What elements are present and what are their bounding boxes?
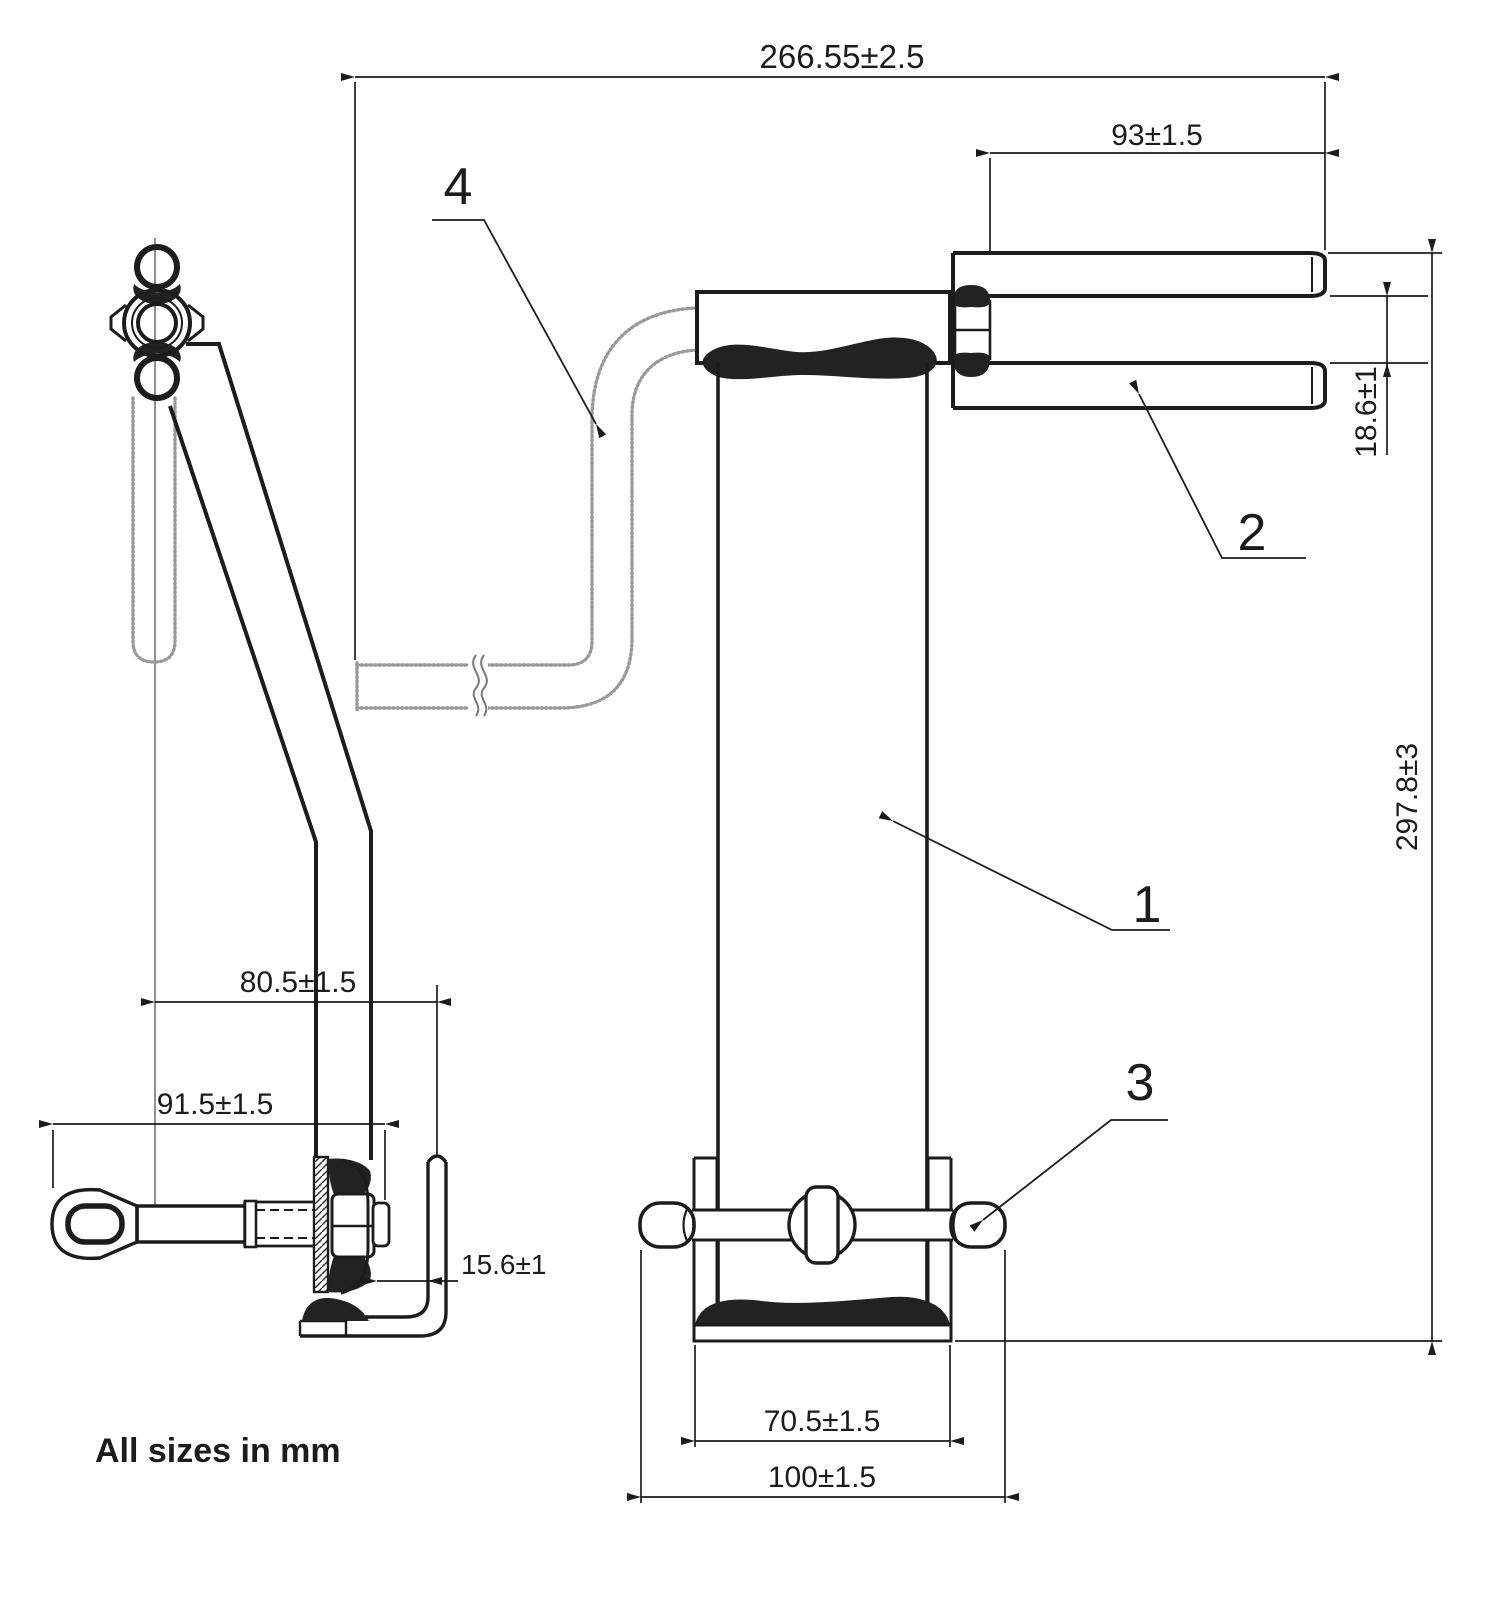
- part-label-4: 4: [432, 158, 607, 439]
- dim-rod-length: 100±1.5: [627, 1250, 1019, 1503]
- tube-break-squiggle: [472, 654, 488, 717]
- dim-overall-height: 297.8±3: [955, 239, 1442, 1355]
- nut-chamfer-right: [187, 303, 205, 343]
- leader-line: [969, 1119, 1168, 1232]
- dim-text: 91.5±1.5: [157, 1088, 274, 1121]
- dim-fork-length: 93±1.5: [976, 119, 1339, 251]
- dim-text: 266.55±2.5: [760, 38, 925, 75]
- rod-right-eye-inner: [952, 1206, 959, 1244]
- lever-right-edge: [186, 342, 373, 1160]
- base-plate: [692, 1323, 953, 1343]
- l-bracket-outer: [300, 1162, 448, 1338]
- dimensions: 266.55±2.5 93±1.5 18.6±1 297.8±3 80: [39, 38, 1442, 1503]
- part-labels: 1 2 3 4: [432, 158, 1306, 1232]
- top-ring: [134, 244, 180, 290]
- hidden-tube-outline: [131, 396, 177, 664]
- dim-overall-width: 266.55±2.5: [341, 38, 1339, 660]
- part-label-3: 3: [969, 1054, 1168, 1232]
- coupler-nut-weld-bottom: [953, 352, 990, 377]
- coupler-nut-sides: [953, 300, 992, 360]
- leader-line: [1129, 379, 1306, 559]
- side-view: [50, 238, 448, 1338]
- part-number: 1: [1133, 876, 1162, 934]
- part-label-2: 2: [1129, 379, 1306, 562]
- part-label-1: 1: [878, 811, 1170, 934]
- front-view: [355, 251, 1327, 1343]
- dim-lever-offset: 80.5±1.5: [141, 966, 451, 1157]
- coupler-nut-weld-top: [953, 285, 990, 308]
- leader-line: [432, 219, 607, 439]
- bolt-tip-tab: [371, 1201, 391, 1248]
- nut-chamfer-left: [109, 303, 127, 343]
- nut-mid-circle: [131, 297, 183, 349]
- dim-text: 18.6±1: [1350, 366, 1383, 458]
- crossbar-weld: [702, 337, 937, 380]
- part-number: 3: [1126, 1054, 1155, 1112]
- cylinder: [716, 363, 929, 1302]
- cross-rod: [638, 1185, 1007, 1265]
- dim-text: 297.8±3: [1391, 743, 1424, 851]
- fork: [951, 251, 1327, 410]
- dim-text: 93±1.5: [1111, 119, 1203, 152]
- leader-line: [878, 811, 1170, 931]
- thread-outer: [256, 1200, 313, 1248]
- part-number: 4: [444, 158, 473, 216]
- dim-base-inner-width: 70.5±1.5: [681, 1345, 964, 1447]
- dim-text: 100±1.5: [768, 1461, 876, 1494]
- dim-bracket-gap: 15.6±1: [363, 1249, 546, 1285]
- dim-text: 80.5±1.5: [240, 966, 357, 999]
- dim-text: 70.5±1.5: [764, 1405, 881, 1438]
- dim-rod-to-bracket: 91.5±1.5: [39, 1088, 399, 1200]
- side-nut-weld-top: [328, 1158, 371, 1197]
- rod-pin: [804, 1185, 840, 1265]
- rod-step: [243, 1199, 258, 1249]
- base-foot-lines: [298, 1319, 348, 1336]
- weld-web-bottom: [133, 342, 181, 362]
- nut-inner-circle: [136, 302, 178, 344]
- tube-outline: [355, 306, 699, 712]
- lever-curl: [340, 1158, 370, 1295]
- l-bracket-inner: [346, 1162, 430, 1319]
- thread-hidden: [256, 1209, 313, 1239]
- base-weld-front: [695, 1296, 950, 1325]
- rod-left-eye-inner: [682, 1206, 689, 1244]
- coupler-nut: [953, 285, 992, 377]
- dim-fork-gap: 18.6±1: [1330, 282, 1428, 458]
- dim-text: 15.6±1: [461, 1249, 546, 1280]
- lever-left-edge: [168, 405, 318, 1157]
- rod-shaft-side: [135, 1201, 247, 1247]
- units-note: All sizes in mm: [95, 1432, 341, 1470]
- lower-ring: [134, 355, 180, 401]
- base-weld-side: [302, 1298, 369, 1321]
- part-number: 2: [1238, 504, 1267, 562]
- section-plate: [312, 1155, 330, 1294]
- weld-web-top: [133, 284, 181, 304]
- rod-left-eye: [638, 1201, 696, 1249]
- eye-hole: [65, 1203, 125, 1245]
